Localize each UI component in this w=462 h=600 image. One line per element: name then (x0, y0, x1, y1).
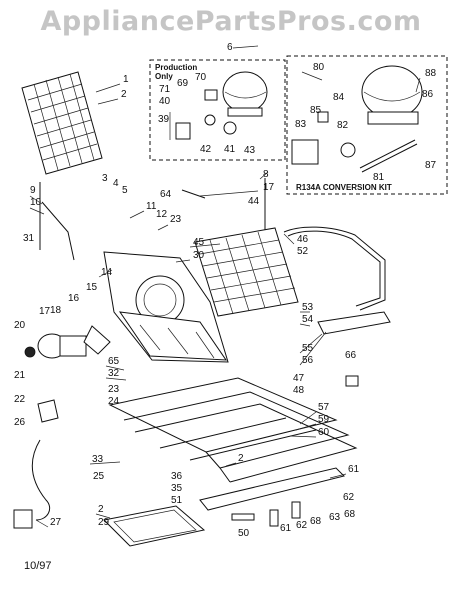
fan-motor-assembly (24, 325, 111, 359)
date-code: 10/97 (24, 560, 52, 572)
callout-number: 29 (98, 517, 110, 528)
callout-number: 55 (302, 343, 314, 354)
callout-number: 88 (425, 68, 437, 79)
callout-number: 61 (280, 523, 292, 534)
callout-number: 1 (123, 74, 129, 85)
callout-number: 54 (302, 314, 314, 325)
callout-number: 56 (302, 355, 314, 366)
callout-number: 81 (373, 172, 385, 183)
callout-number: 68 (310, 516, 322, 527)
callout-number: 45 (193, 237, 205, 248)
callout-number: 22 (14, 394, 26, 405)
callout-number: 14 (101, 267, 113, 278)
callout-number: 35 (171, 483, 183, 494)
callout-number: 20 (14, 320, 26, 331)
callout-number: 64 (160, 189, 172, 200)
wire-harness (13, 311, 391, 529)
callout-number: 2 (98, 504, 104, 515)
callout-number: 47 (293, 373, 305, 384)
callout-number: 3 (102, 173, 108, 184)
callout-number: 5 (122, 185, 128, 196)
callout-number: 8 (263, 169, 269, 180)
callout-number: 43 (244, 145, 256, 156)
callout-number: 26 (14, 417, 26, 428)
drain-pan (102, 505, 206, 547)
conversion-kit-inset: R134A CONVERSION KIT (286, 55, 448, 195)
evaporator-coil (194, 227, 299, 317)
callout-number: 6 (227, 42, 233, 53)
callout-number: 33 (92, 454, 104, 465)
callout-number: 40 (159, 96, 171, 107)
callout-number: 59 (318, 414, 330, 425)
callout-number: 25 (93, 471, 105, 482)
callout-number: 65 (108, 356, 120, 367)
fan-shroud (103, 251, 229, 363)
callout-number: 66 (345, 350, 357, 361)
callout-number: 27 (50, 517, 62, 528)
callout-number: 11 (146, 201, 157, 212)
callout-number: 69 (177, 78, 189, 89)
callout-number: 83 (295, 119, 307, 130)
callout-number: 71 (159, 84, 171, 95)
callout-number: 85 (310, 105, 322, 116)
inset-production-line1: Production (155, 63, 197, 72)
callout-number: 82 (337, 120, 349, 131)
callout-number: 63 (329, 512, 341, 523)
tubing (39, 178, 386, 311)
inset-kit-label: R134A CONVERSION KIT (296, 183, 392, 192)
callout-number: 44 (248, 196, 260, 207)
callout-number: 23 (170, 214, 182, 225)
base-frame (108, 377, 358, 511)
callout-number: 52 (297, 246, 309, 257)
callout-number: 41 (224, 144, 236, 155)
callout-number: 68 (344, 509, 356, 520)
callout-number: 23 (108, 384, 120, 395)
callout-number: 21 (14, 370, 26, 381)
callout-number: 30 (193, 250, 205, 261)
callout-number: 70 (195, 72, 207, 83)
callout-number: 61 (348, 464, 360, 475)
callout-number: 9 (30, 185, 36, 196)
callout-number: 2 (238, 453, 244, 464)
callout-number: 86 (422, 89, 434, 100)
condenser-coil (21, 71, 103, 175)
callout-number: 48 (293, 385, 305, 396)
callout-number: 18 (50, 305, 62, 316)
callout-number: 51 (171, 495, 183, 506)
callout-number: 17 (39, 306, 51, 317)
callout-number: 50 (238, 528, 250, 539)
callout-number: 36 (171, 471, 183, 482)
callout-number: 60 (318, 427, 330, 438)
callout-number: 62 (296, 520, 308, 531)
callout-number: 84 (333, 92, 345, 103)
callout-number: 32 (108, 368, 120, 379)
callout-number: 17 (263, 182, 275, 193)
callout-number: 53 (302, 302, 314, 313)
callout-number: 10 (30, 197, 42, 208)
callout-number: 62 (343, 492, 355, 503)
callout-number: 16 (68, 293, 80, 304)
callout-number: 15 (86, 282, 98, 293)
callout-number: 31 (23, 233, 35, 244)
callout-number: 57 (318, 402, 330, 413)
callout-number: 80 (313, 62, 325, 73)
leader-lines (29, 45, 421, 528)
inset-production-line2: Only (155, 72, 173, 81)
callout-number: 12 (156, 209, 168, 220)
callout-number: 42 (200, 144, 212, 155)
production-only-inset: Production Only (149, 59, 286, 161)
callout-number: 2 (121, 89, 127, 100)
callout-number: 39 (158, 114, 170, 125)
callout-number: 4 (113, 178, 119, 189)
callout-number: 46 (297, 234, 309, 245)
callout-number: 24 (108, 396, 120, 407)
callout-number: 87 (425, 160, 437, 171)
